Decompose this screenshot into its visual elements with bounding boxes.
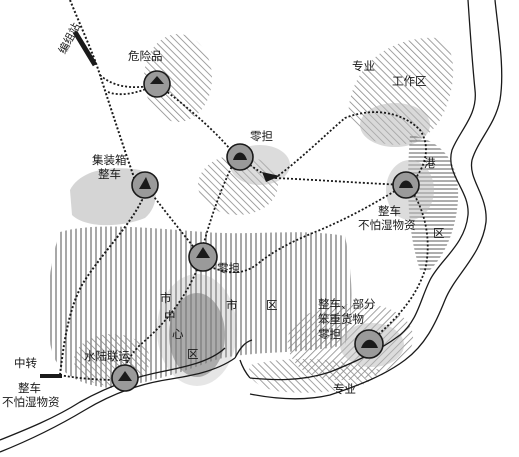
label-carload-line1: 整车: [378, 204, 401, 218]
label-city-center-qu: 区: [187, 347, 199, 361]
label-carload-line2: 不怕湿物资: [358, 218, 416, 232]
label-mixed-line3: 零担: [318, 327, 341, 341]
label-city-zone-shi: 市: [226, 298, 238, 312]
marshalling-yard: [72, 30, 98, 67]
label-container-line1: 集装箱: [92, 153, 127, 167]
label-water-land: 水陆联运: [84, 349, 130, 363]
label-work-zone: 工作区: [392, 74, 427, 88]
label-carload-sw-line2: 不怕湿物资: [2, 395, 60, 409]
label-dangerous-goods: 危险品: [128, 49, 163, 63]
label-carload-sw-line1: 整车: [18, 381, 41, 395]
junction-wedge: [262, 172, 280, 182]
label-city-center-shi: 市: [160, 291, 172, 305]
label-port-qu: 区: [433, 226, 445, 240]
label-city-center-xin: 心: [172, 327, 184, 341]
label-city-center-zhong: 中: [164, 309, 176, 323]
city-center-core: [169, 293, 225, 377]
city-center-mid: [157, 274, 237, 386]
label-container-line2: 整车: [98, 167, 121, 181]
label-mixed-line2: 笨重货物: [318, 312, 364, 326]
label-transfer: 中转: [14, 356, 37, 370]
label-ltl-central: 零担: [217, 261, 240, 275]
label-specialized-north: 专业: [352, 59, 375, 73]
stations: [111, 70, 420, 392]
label-mixed-line1: 整车、部分: [318, 297, 376, 311]
label-specialized-south: 专业: [333, 382, 356, 396]
label-port-gang: 港: [424, 156, 436, 170]
label-city-zone-qu: 区: [266, 298, 278, 312]
zone-dangerous-goods: [144, 34, 212, 122]
label-ltl-north: 零担: [250, 129, 273, 143]
